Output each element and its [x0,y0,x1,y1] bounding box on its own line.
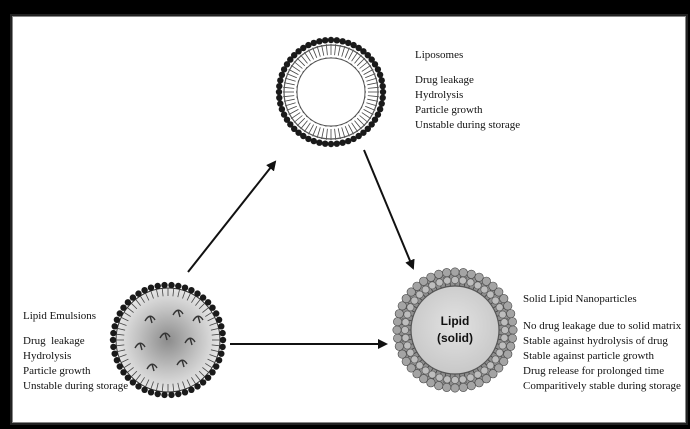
liposomes-list: Drug leakage Hydrolysis Particle growth … [415,73,520,133]
list-item: Stable against particle growth [523,349,681,364]
list-item: Drug release for prolonged time [523,364,681,379]
lipid-emulsions-title: Lipid Emulsions [23,309,128,324]
arrow-liposome-to-sln [364,150,413,268]
list-item: Hydrolysis [415,88,520,103]
list-item: Unstable during storage [23,379,128,394]
lipid-emulsions-block: Lipid Emulsions Drug leakage Hydrolysis … [23,309,128,394]
sln-title: Solid Lipid Nanoparticles [523,292,681,307]
sln-core-label-line2: (solid) [437,331,473,345]
arrow-emulsion-to-liposome [188,162,275,272]
sln-block: Solid Lipid Nanoparticles No drug leakag… [523,292,681,394]
lipid-emulsions-list: Drug leakage Hydrolysis Particle growth … [23,334,128,394]
liposomes-block: Liposomes Drug leakage Hydrolysis Partic… [415,48,520,133]
list-item: Hydrolysis [23,349,128,364]
sln-icon: Lipid (solid) [393,268,517,392]
liposome-icon [276,37,386,147]
list-item: Comparitively stable during storage [523,379,681,394]
list-item: Particle growth [415,103,520,118]
liposomes-title: Liposomes [415,48,520,63]
list-item: No drug leakage due to solid matrix [523,319,681,334]
list-item: Drug leakage [23,334,128,349]
list-item: Particle growth [23,364,128,379]
sln-list: No drug leakage due to solid matrix Stab… [523,319,681,394]
list-item: Unstable during storage [415,118,520,133]
list-item: Stable against hydrolysis of drug [523,334,681,349]
sln-core-label-line1: Lipid [441,314,470,328]
list-item: Drug leakage [415,73,520,88]
